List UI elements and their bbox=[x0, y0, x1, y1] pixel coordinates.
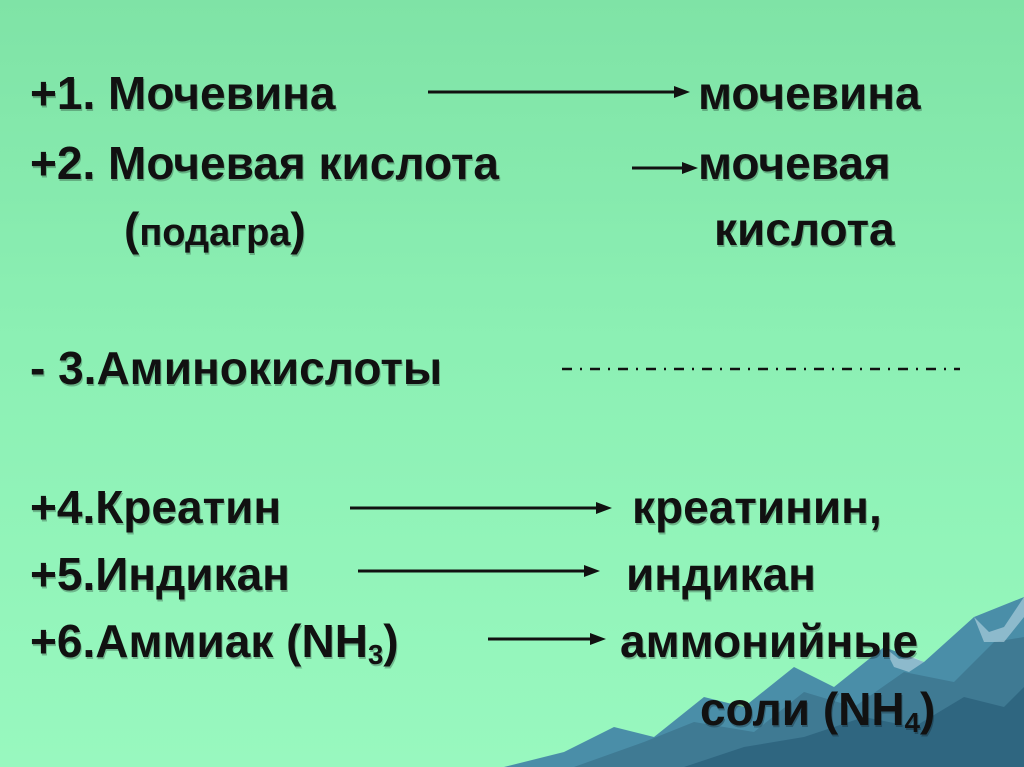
arrow-7-icon bbox=[488, 633, 606, 645]
item-1-right: мочевина bbox=[698, 67, 921, 119]
item-3-right: кислота bbox=[714, 203, 895, 255]
item-6-right: индикан bbox=[626, 548, 816, 600]
arrow-6-icon bbox=[358, 565, 600, 577]
item-5-left: +4.Креатин bbox=[30, 481, 282, 533]
item-4-left: - 3.Аминокислоты bbox=[30, 342, 443, 394]
item-7-right: аммонийные bbox=[620, 615, 919, 667]
arrow-1-icon bbox=[428, 86, 690, 98]
dashed-line-icon bbox=[562, 367, 960, 371]
item-2-right: мочевая bbox=[698, 137, 891, 189]
item-1-left: +1. Мочевина bbox=[30, 67, 336, 119]
item-5-right: креатинин, bbox=[632, 481, 882, 533]
item-8-right: соли (NH4) bbox=[700, 683, 936, 738]
mountains-icon bbox=[504, 597, 1024, 767]
arrow-5-icon bbox=[350, 502, 612, 514]
item-7-left: +6.Аммиак (NH3) bbox=[30, 615, 399, 670]
arrow-2-icon bbox=[632, 162, 698, 174]
item-3-left: (подагра) bbox=[124, 203, 306, 255]
item-3-small: подагра bbox=[139, 212, 291, 254]
item-2-left: +2. Мочевая кислота bbox=[30, 137, 500, 189]
item-6-left: +5.Индикан bbox=[30, 548, 290, 600]
